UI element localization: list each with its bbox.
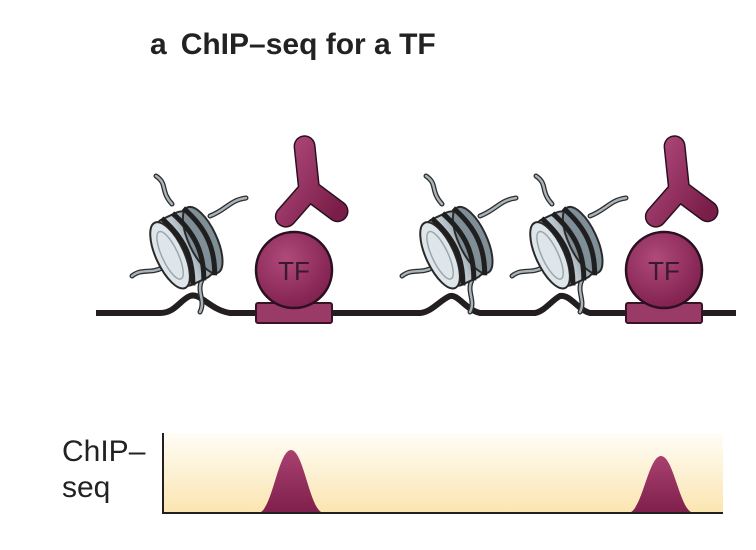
tf-protein-2 [624, 230, 704, 310]
antibody-1 [279, 144, 338, 217]
nucleosome-1 [132, 176, 246, 312]
peak-1 [258, 450, 324, 513]
antibody-2 [649, 144, 708, 217]
tf-label-1: TF [278, 256, 310, 286]
nucleosome-3 [512, 176, 626, 312]
track-label-line1: ChIP– [62, 435, 146, 468]
track-background [163, 433, 723, 513]
tf-label-2: TF [648, 256, 680, 286]
track-label-line2: seq [62, 471, 111, 504]
figure-title: ChIP–seq for a TF [180, 28, 436, 61]
panel-title: a ChIP–seq for a TF [150, 28, 436, 62]
dna-strand [96, 292, 736, 316]
nucleosome-2 [402, 176, 516, 312]
track-label: ChIP– seq [62, 434, 145, 506]
tf-protein-1 [254, 230, 334, 310]
panel-letter: a [150, 28, 167, 61]
peak-2 [628, 456, 694, 513]
